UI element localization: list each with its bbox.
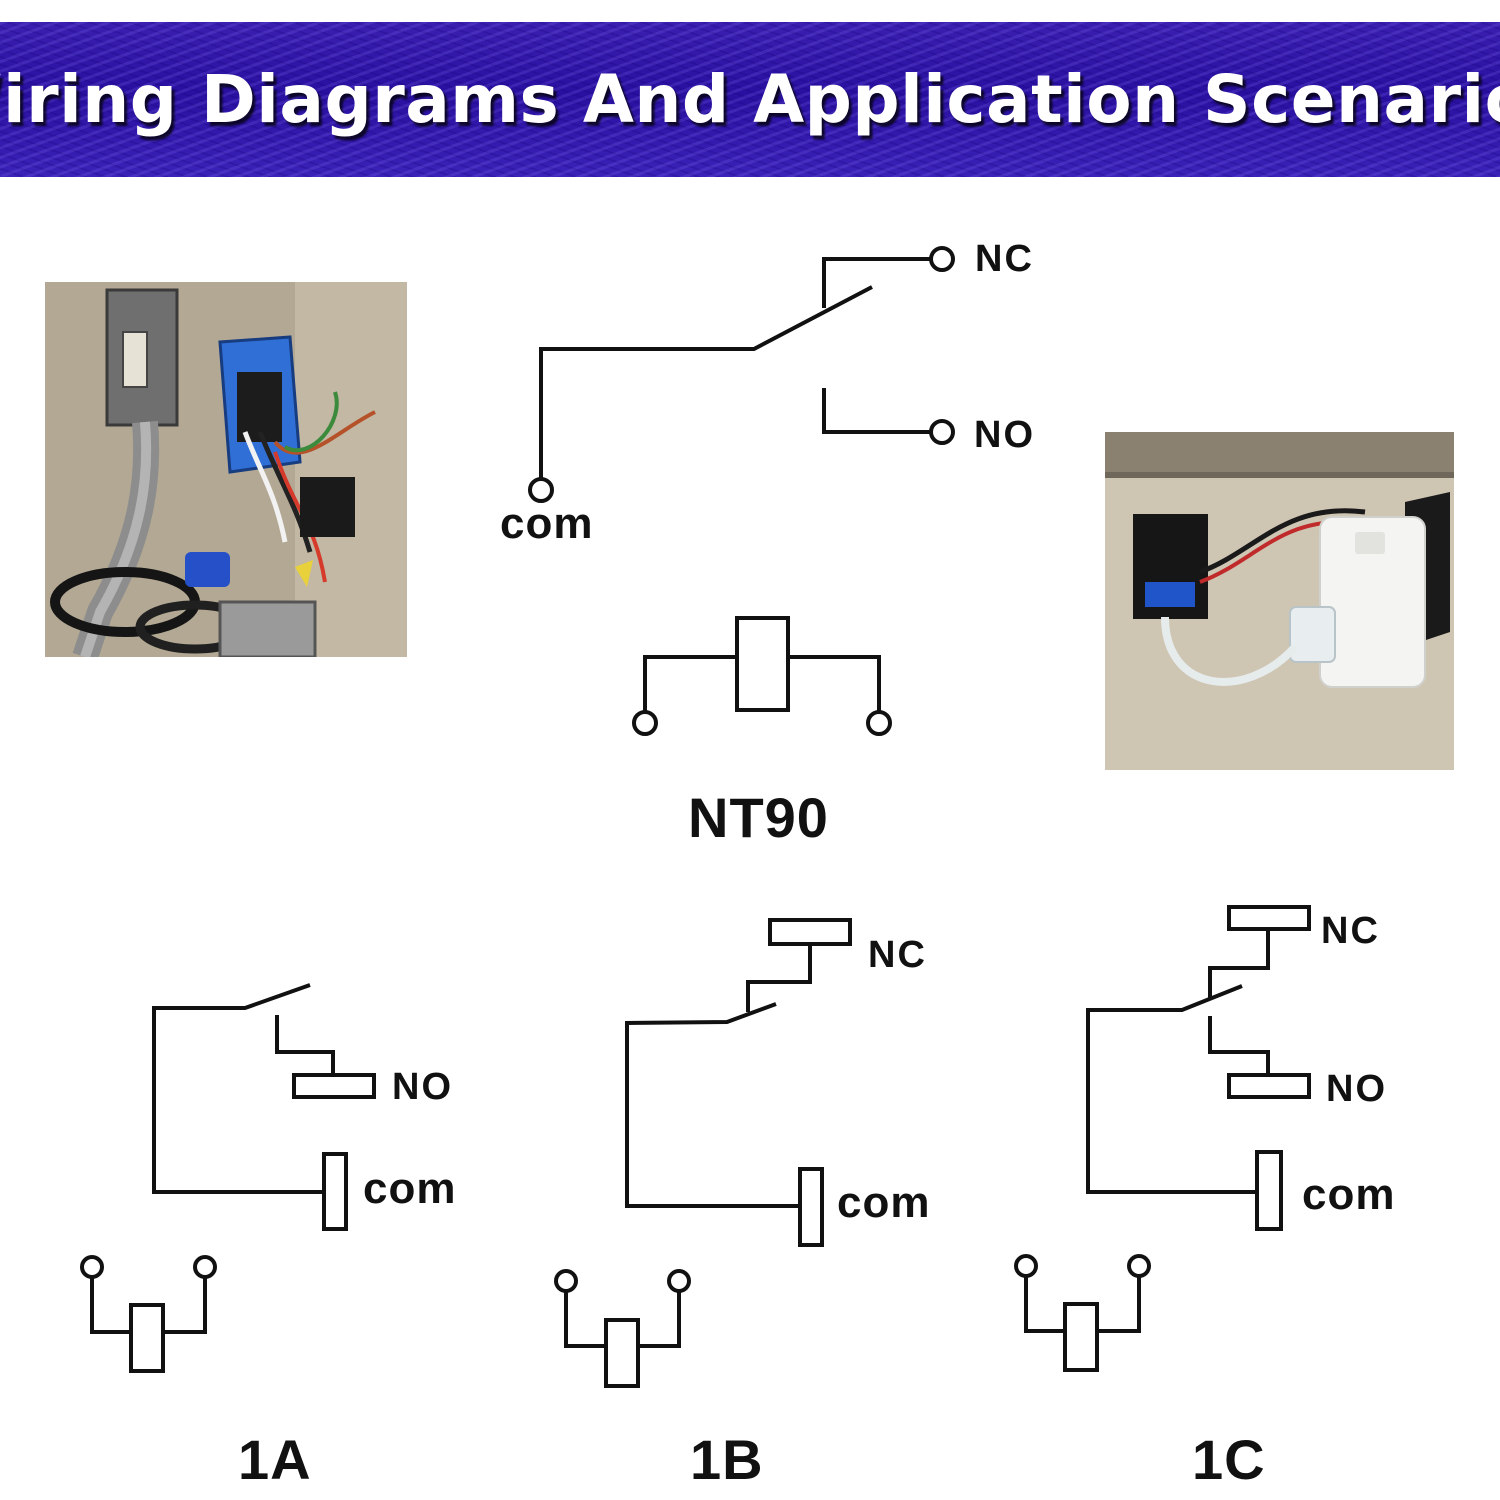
header-banner: Wiring Diagrams And Application Scenario… [0,22,1500,177]
type-1b-switch-diagram [625,918,852,1247]
application-photo-relay-adapter [1105,432,1454,770]
type-1a-no-terminal [292,1073,376,1099]
nt90-model-label: NT90 [688,786,829,849]
nt90-common-wire [539,285,873,479]
nt90-coil-terminal-right [866,710,892,736]
nt90-coil [735,616,790,712]
nt90-nc-wire [822,257,931,308]
type-1b-com-label: com [837,1178,931,1227]
type-1a-no-label: NO [392,1066,453,1108]
type-1c-model-label: 1C [1192,1428,1266,1491]
type-1c-coil-diagram [1014,1254,1151,1372]
nt90-no-label: NO [974,414,1035,456]
type-1b-coil-diagram [554,1269,691,1388]
type-1b-nc-terminal [768,918,852,946]
junction-box-illustration [45,282,407,657]
type-1a-com-label: com [363,1164,457,1213]
type-1c-nc-label: NC [1321,910,1380,952]
nt90-no-terminal [929,419,955,445]
relay-adapter-illustration [1105,432,1454,770]
type-1c-nc-terminal [1227,905,1311,931]
nt90-no-wire [822,388,931,434]
type-1c-no-label: NO [1326,1068,1387,1110]
type-1b-model-label: 1B [690,1428,764,1491]
application-photo-junction-box [45,282,407,657]
nt90-nc-label: NC [975,238,1034,280]
type-1b-nc-label: NC [868,934,927,976]
nt90-com-terminal [528,477,554,503]
type-1a-coil-diagram [80,1255,217,1373]
type-1b-com-terminal [798,1167,824,1247]
nt90-com-label: com [500,499,594,548]
nt90-nc-terminal [929,246,955,272]
page-title: Wiring Diagrams And Application Scenario… [0,61,1500,138]
type-1c-switch-diagram [1086,905,1311,1231]
nt90-coil-diagram [632,616,892,736]
type-1a-model-label: 1A [238,1428,312,1491]
type-1a-switch-diagram [152,983,376,1231]
type-1c-com-label: com [1302,1170,1396,1219]
nt90-switch-diagram [528,246,955,503]
type-1a-com-terminal [322,1152,348,1231]
type-1c-no-terminal [1227,1073,1311,1099]
type-1c-com-terminal [1255,1150,1283,1231]
nt90-coil-terminal-left [632,710,658,736]
